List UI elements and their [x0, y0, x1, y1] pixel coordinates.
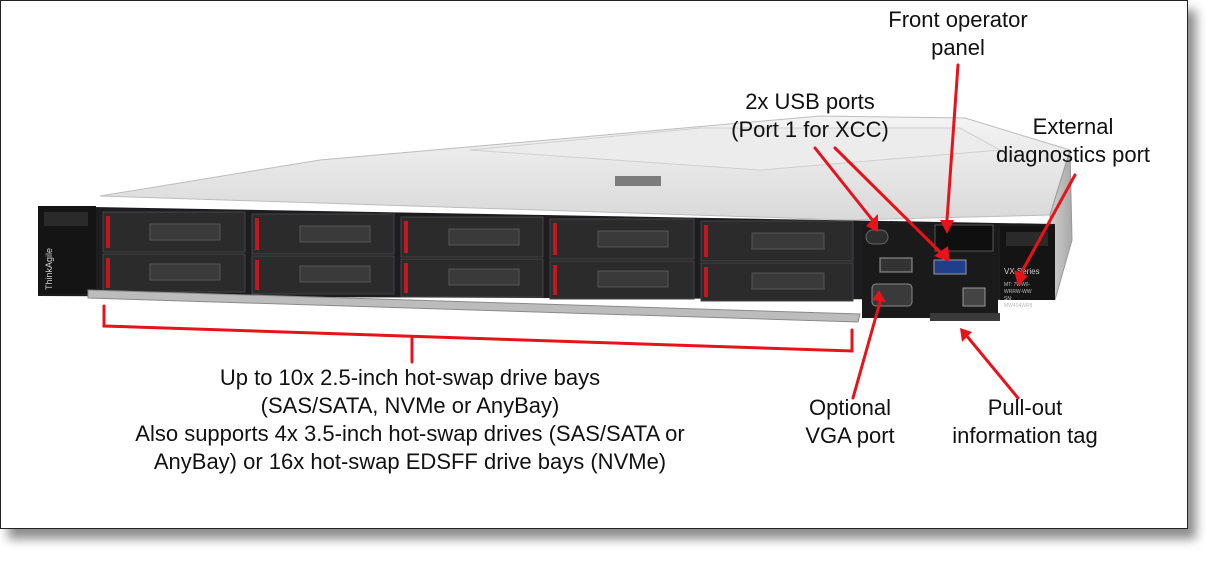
label-drive-bays: Up to 10x 2.5-inch hot-swap drive bays (…: [135, 365, 685, 474]
chassis-top-label: [615, 176, 661, 186]
arrow-external-diagnostics: [1018, 173, 1077, 277]
arrow-vga-port: [851, 300, 882, 400]
power-button: [865, 229, 889, 245]
label-front-operator-panel: Front operator panel: [888, 7, 1028, 60]
brand-logo: ThinkAgile: [44, 248, 54, 290]
label-vga-port: Optional VGA port: [805, 395, 895, 448]
arrow-usb-2: [833, 146, 942, 254]
tag-line-4: MW404WR8: [1004, 303, 1033, 309]
drive-bays-bracket: [102, 304, 854, 353]
arrow-front-operator-panel: [945, 63, 960, 222]
usb-port-1: [879, 257, 913, 273]
operator-panel-window: [934, 224, 994, 252]
callouts: [102, 63, 1077, 400]
arrowheads: [866, 214, 1028, 342]
drive-bays: [102, 211, 854, 302]
drive-row-bottom: [102, 253, 854, 302]
arrow-info-tag: [964, 333, 1020, 400]
bottom-rail: [87, 289, 861, 323]
arrow-usb-1: [813, 146, 876, 224]
info-tag: [930, 313, 1000, 321]
diagnostics-port: [962, 287, 986, 307]
tag-line-2: WRRW-WW: [1004, 289, 1032, 295]
tag-line-1: MT: 7WW0-: [1004, 282, 1030, 288]
tag-line-3: SN:: [1004, 296, 1012, 302]
left-rack-ear-handle: [44, 212, 88, 226]
chassis-top-panel: [469, 127, 1002, 171]
label-info-tag: Pull-out information tag: [952, 395, 1098, 448]
label-usb-ports: 2x USB ports (Port 1 for XCC): [731, 89, 889, 142]
label-external-diagnostics: External diagnostics port: [995, 114, 1151, 167]
usb-port-2: [933, 259, 967, 275]
drive-row-top: [102, 211, 854, 262]
